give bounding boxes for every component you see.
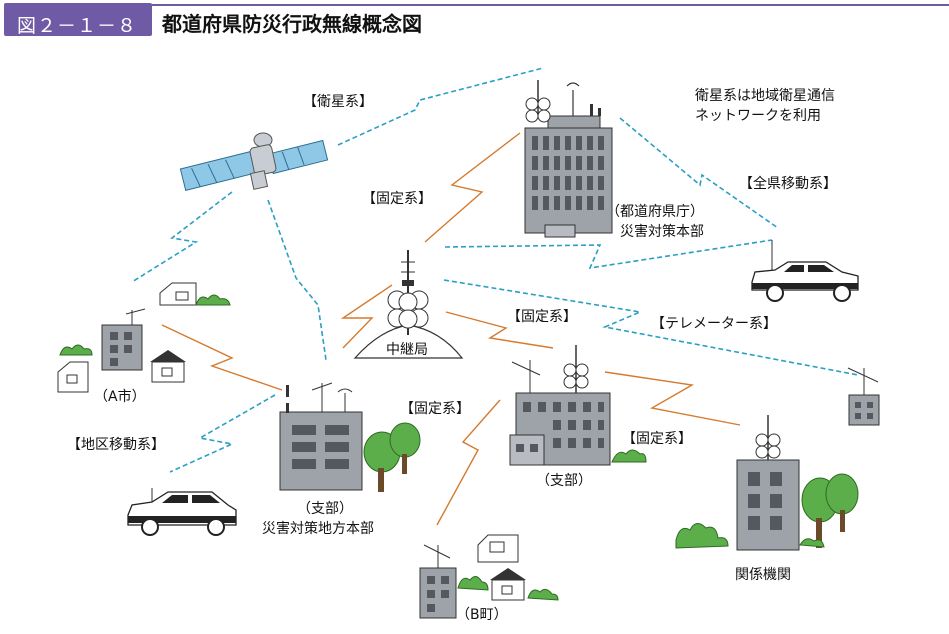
label-fixed-system-right: 【固定系】 (622, 431, 692, 447)
telemeter-station (847, 367, 880, 426)
mobile-car-prefectural (751, 240, 859, 302)
town-b-cluster (419, 534, 559, 619)
label-fixed-system-left: 【固定系】 (400, 401, 470, 417)
link-branch-left-to-car (169, 394, 276, 473)
label-prefectural-mobile: 【全県移動系】 (739, 176, 837, 192)
figure-number: 図２－１－８ (17, 15, 138, 37)
figure-title: 都道府県防災行政無線概念図 (162, 12, 422, 36)
label-branch-right: （支部） (536, 473, 592, 489)
prefecture-building (524, 80, 613, 238)
satellite-links (131, 67, 859, 473)
label-town-b: （B町） (456, 607, 508, 623)
figure-header: 図２－１－８ 都道府県防災行政無線概念図 (0, 0, 949, 40)
link-relay-to-pref (424, 132, 521, 243)
header-rule (152, 4, 949, 6)
link-pref-to-mobile-car (619, 117, 779, 229)
label-fixed-system-middle: 【固定系】 (507, 309, 577, 325)
relay-station (353, 250, 464, 359)
link-city-to-branch (161, 324, 283, 391)
label-branch-left-line1: （支部） (297, 501, 353, 517)
mobile-car-district (127, 488, 237, 536)
link-branch-to-agency (604, 371, 741, 426)
label-prefecture-line2: 災害対策本部 (620, 224, 704, 240)
link-relay-to-branch-left (340, 284, 393, 349)
link-relay-to-prefcar (444, 239, 773, 270)
label-telemeter-system: 【テレメーター系】 (651, 316, 777, 332)
label-fixed-system-top: 【固定系】 (362, 191, 432, 207)
link-relay-to-branch-right (445, 311, 554, 349)
link-satellite-to-sky (337, 67, 544, 146)
link-satellite-to-branch-left (267, 199, 327, 361)
label-relay-station: 中継局 (386, 342, 428, 358)
fixed-links (161, 132, 741, 526)
branch-left-building (279, 382, 421, 492)
label-satellite-note-line2: ネットワークを利用 (695, 108, 821, 124)
link-branch-left-to-town (436, 399, 501, 526)
label-prefecture-line1: （都道府県庁） (606, 204, 704, 220)
branch-right-building (509, 345, 647, 466)
label-district-mobile: 【地区移動系】 (67, 437, 165, 453)
label-city-a: （A市） (94, 389, 146, 405)
figure-number-tab: 図２－１－８ (4, 3, 152, 37)
satellite (179, 132, 329, 191)
label-satellite-note-line1: 衛星系は地域衛星通信 (695, 88, 835, 104)
label-related-agencies: 関係機関 (735, 567, 791, 583)
label-branch-left-line2: 災害対策地方本部 (262, 521, 374, 537)
label-satellite-system: 【衛星系】 (303, 94, 373, 110)
related-agencies-building (675, 415, 859, 551)
link-relay-to-telemeter (443, 279, 859, 376)
link-satellite-to-city-a (131, 191, 233, 283)
city-a-cluster (57, 282, 231, 393)
